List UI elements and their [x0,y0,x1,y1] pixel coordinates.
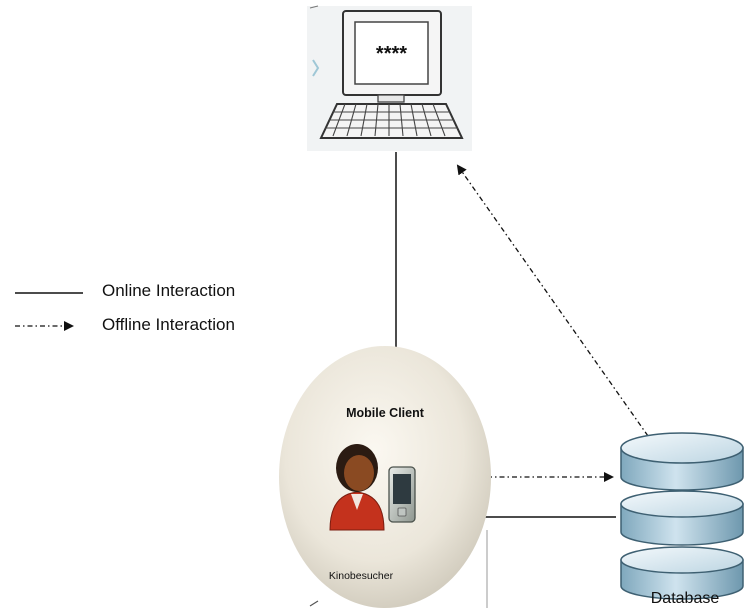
legend-offline-label: Offline Interaction [102,315,235,334]
offline-arrow-database-terminal [456,164,649,437]
keyboard [319,103,464,139]
user-label: Kinobesucher [329,570,394,582]
legend-online-label: Online Interaction [102,281,236,300]
password-mask-text: **** [376,43,407,65]
terminal-computer: **** [307,5,472,151]
database-label: Database [651,590,720,607]
mobile-client-ellipse [279,346,491,608]
user-icon [329,444,385,531]
mobile-client-title: Mobile Client [346,406,425,420]
phone-icon [388,466,416,523]
database-icon [620,432,744,600]
monitor-screen [354,21,429,85]
mobile-client-node: Mobile Client Kinobesucher [279,346,491,608]
legend [15,292,83,331]
